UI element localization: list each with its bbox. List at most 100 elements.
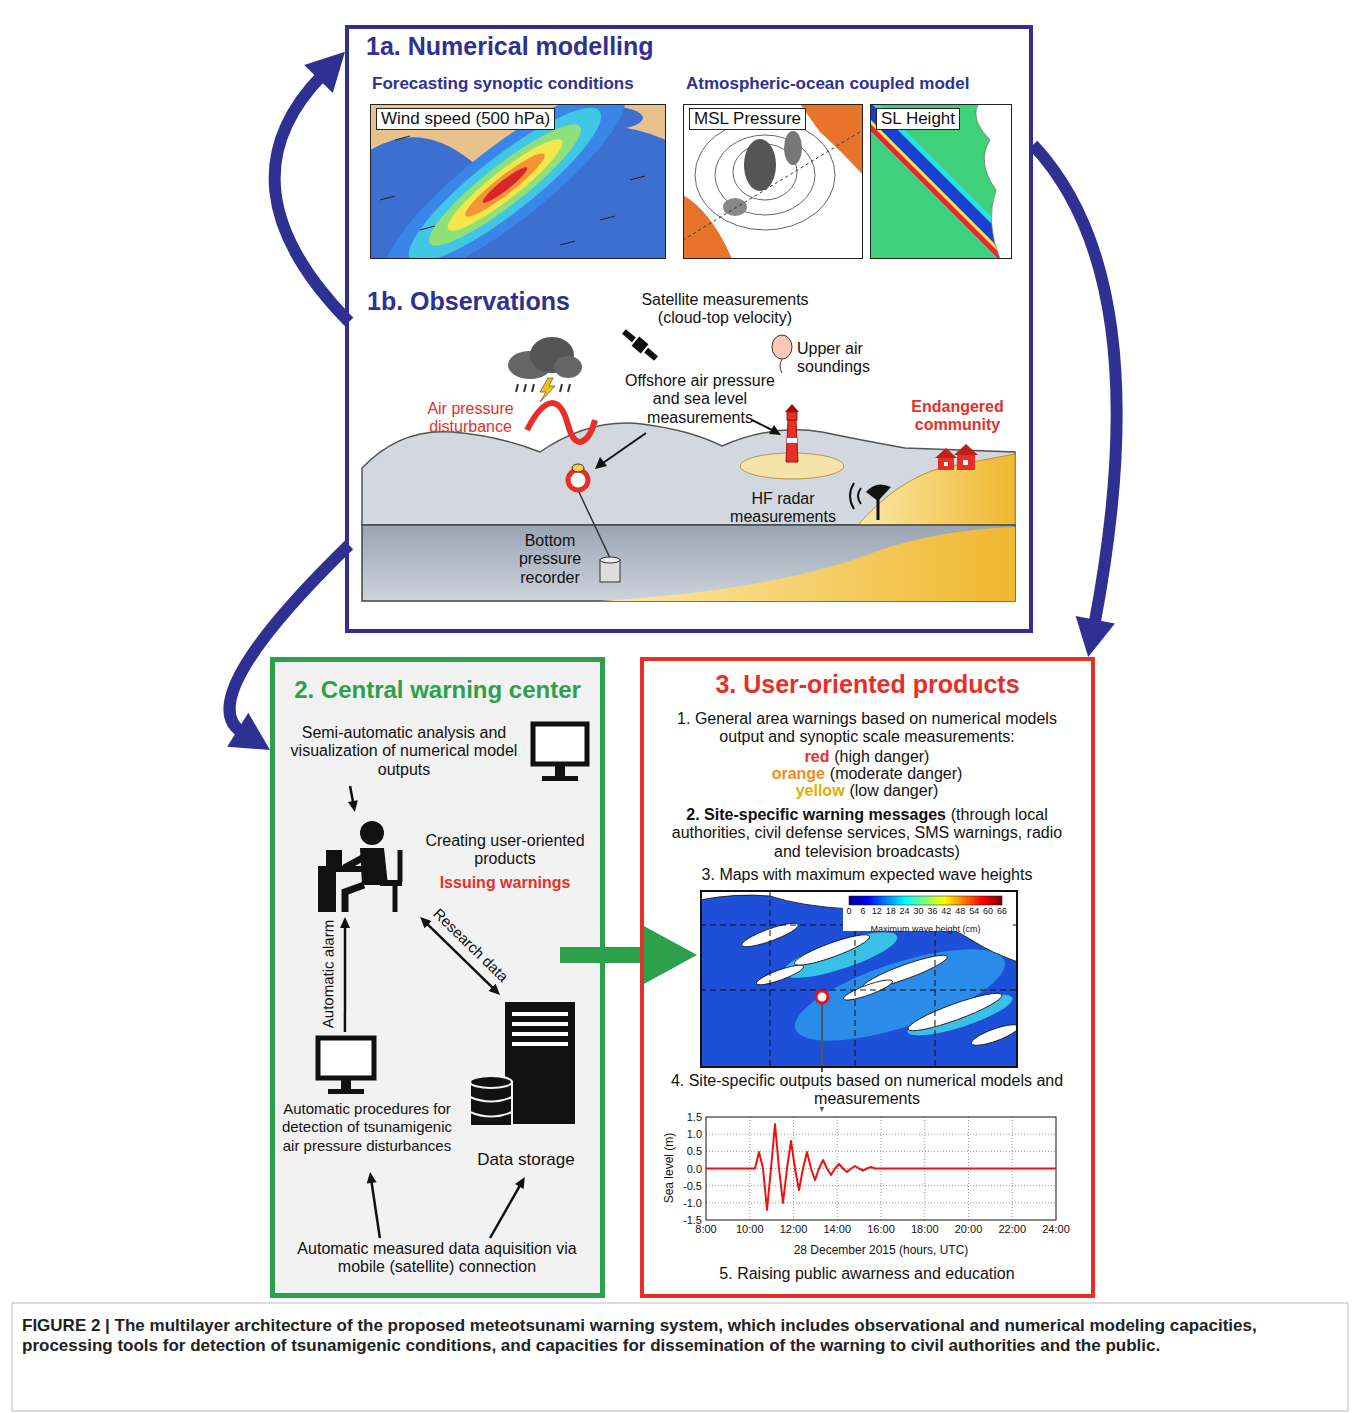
workstation-icons-shape: [470, 1076, 512, 1088]
process-item: Automatic procedures for detection of ts…: [272, 1032, 462, 1172]
text-block: Creating user-oriented products: [415, 832, 595, 869]
observation-block-shape: [362, 423, 1015, 525]
text-block: Semi-automatic analysis and visualizatio…: [283, 724, 525, 779]
flow-arrow: [560, 925, 697, 985]
map-panel: MSL Pressure: [683, 104, 863, 259]
text-block: SL Height: [876, 108, 960, 130]
wave-height-map-image-shape: [969, 1021, 1018, 1049]
observation-block-shape: [858, 454, 1015, 525]
text-block: 28 December 2015 (hours, UTC): [706, 1240, 1056, 1258]
axis-tick: 14:00: [823, 1223, 851, 1236]
instruments-shape: [785, 404, 799, 412]
connector-line: [1033, 145, 1117, 625]
text-block: 4. Site-specific outputs based on numeri…: [662, 1072, 1072, 1109]
text-block: 5. Raising public awarness and education: [662, 1265, 1072, 1283]
annotation-label: Satellite measurements (cloud-top veloci…: [625, 291, 825, 328]
workstation-icons-shape: [345, 885, 364, 912]
arrow-head: [227, 713, 270, 750]
text-block: Sea level (m): [659, 1133, 677, 1204]
storage-item: Data storage: [465, 995, 587, 1177]
instruments-shape: [935, 448, 957, 458]
workstation-icons-shape: [505, 1002, 575, 1124]
instruments-shape: [954, 444, 978, 455]
text-block: orange(moderate danger): [662, 765, 1072, 783]
observation-block-shape: [362, 525, 1015, 601]
weather-icons-shape: [554, 356, 582, 378]
node-text: Creating user-oriented products: [425, 832, 584, 867]
connector-line: [275, 75, 349, 322]
arrow-head: [367, 1172, 377, 1184]
colorbar-tick: 18: [886, 906, 896, 916]
wave-height-map-image-shape: [792, 930, 872, 971]
wave-height-map-image-shape: [816, 991, 828, 1003]
workstation-icons-shape: [318, 872, 336, 912]
node-text: Issuing warnings: [440, 874, 571, 891]
sea-level-chart: Sea level (m) 28 December 2015 (hours, UT…: [655, 1112, 1085, 1258]
text-block: Issuing warnings: [415, 874, 595, 892]
sea-level-map: [870, 104, 1012, 259]
wave-height-map-image-shape: [700, 890, 1018, 962]
sea-level-map-shape-shape: [870, 104, 1012, 259]
colorbar-tick: 60: [983, 906, 993, 916]
arrow-head: [340, 917, 350, 928]
workstation-icons-shape: [512, 1022, 568, 1026]
instruments-shape: [600, 557, 620, 563]
node-text: 1a. Numerical modelling: [366, 32, 654, 60]
instruments-shape: [944, 462, 948, 466]
colorbar-tick: 66: [997, 906, 1007, 916]
arrow-head: [515, 1177, 525, 1189]
section-subheading: Atmospheric-ocean coupled model: [686, 74, 969, 94]
instruments-shape: [603, 433, 646, 463]
workstation-icons-shape: [512, 1012, 568, 1016]
node-text: Wind speed (500 hPa): [381, 109, 550, 128]
instruments-shape: [787, 412, 797, 420]
node-text: 5. Raising public awarness and education: [719, 1265, 1014, 1282]
colorbar-tick: 30: [914, 906, 924, 916]
panel-background: [270, 657, 605, 1298]
text-block: Maximum wave height (cm): [849, 918, 1002, 936]
text-block: 3. Maps with maximum expected wave heigh…: [662, 866, 1072, 884]
colorbar-tick: 24: [900, 906, 910, 916]
axis-tick: 20:00: [955, 1223, 983, 1236]
workstation-icons-shape: [360, 821, 384, 845]
axis-tick: 22:00: [998, 1223, 1026, 1236]
text-block: Data storage: [465, 1150, 587, 1170]
wave-height-map-image-shape: [755, 962, 805, 988]
connector-line: [344, 926, 347, 1032]
connector-arrow: [490, 1177, 525, 1238]
workstation-icons-shape: [328, 1089, 364, 1094]
node-text: (low danger): [849, 782, 938, 799]
wind-speed-map-shape-shape: [418, 111, 592, 259]
connector-line: [560, 947, 650, 963]
section-subheading: Forecasting synoptic conditions: [372, 74, 634, 94]
workstation-icons-shape: [470, 1097, 512, 1117]
sea-level-map-shape-shape: [870, 104, 1012, 259]
node-text: SL Height: [881, 109, 955, 128]
instruments-shape: [786, 420, 798, 462]
text-block: yellow(low danger): [662, 782, 1072, 800]
colorbar-tick: 42: [941, 906, 951, 916]
connector-arrow: [348, 786, 358, 812]
instruments-shape: [787, 438, 797, 443]
node-text: Automatic measured data aquisition via m…: [297, 1240, 576, 1275]
workstation-icons-shape: [533, 724, 587, 764]
sea-level-plot-shape: [706, 1117, 1056, 1220]
axis-tick: 10:00: [736, 1223, 764, 1236]
axis-tick: 12:00: [780, 1223, 808, 1236]
text-block: red(high danger): [662, 748, 1072, 766]
node-text: 2. Site-specific warning messages: [686, 806, 946, 823]
colorbar-tick: 6: [860, 906, 865, 916]
wind-speed-map-shape: [370, 104, 647, 259]
observation-block: [362, 423, 1015, 601]
axis-tick: -0.5: [683, 1179, 702, 1192]
text-block: 1b. Observations: [367, 287, 570, 316]
text-block: 3. User-oriented products: [645, 670, 1090, 699]
connector-line: [490, 1185, 520, 1238]
weather-icons: [508, 327, 792, 442]
text-block: Wind speed (500 hPa): [376, 108, 555, 130]
map-panel: Wind speed (500 hPa): [370, 104, 666, 259]
